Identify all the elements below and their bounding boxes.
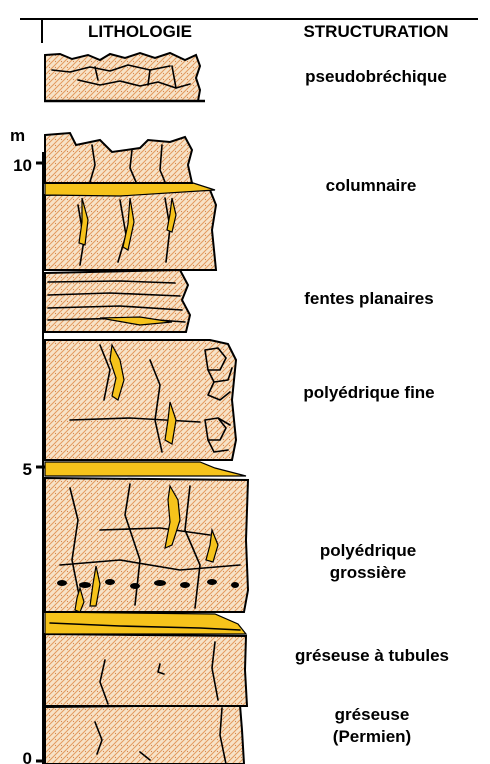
clay-band-lower bbox=[45, 612, 246, 634]
header: LITHOLOGIE STRUCTURATION bbox=[20, 19, 478, 43]
label-fentes-planaires: fentes planaires bbox=[304, 289, 433, 308]
label-greseuse: gréseuse bbox=[335, 705, 410, 724]
layer-greseuse-tubules bbox=[45, 634, 247, 706]
label-greseuse-tubules: gréseuse à tubules bbox=[295, 646, 449, 665]
layer-columnaire bbox=[45, 190, 216, 270]
tick-label-5: 5 bbox=[23, 460, 32, 479]
label-pseudobrechique: pseudobréchique bbox=[305, 67, 447, 86]
clay-band-5m bbox=[45, 462, 246, 476]
layer-polyedrique-grossiere bbox=[45, 478, 248, 612]
header-lithologie: LITHOLOGIE bbox=[88, 22, 192, 41]
label-permien: (Permien) bbox=[333, 727, 411, 746]
layer-top-columns bbox=[45, 133, 192, 183]
structuration-labels: pseudobréchique columnaire fentes planai… bbox=[295, 67, 449, 746]
layer-greseuse-permien bbox=[45, 705, 244, 764]
depth-axis: m 10 5 0 bbox=[10, 126, 48, 764]
tick-label-0: 0 bbox=[23, 749, 32, 764]
layer-polyedrique-fine bbox=[45, 340, 236, 460]
label-polyedrique: polyédrique bbox=[320, 541, 416, 560]
axis-unit: m bbox=[10, 126, 25, 145]
pseudobrechique-sample bbox=[44, 53, 205, 101]
layer-fentes-planaires bbox=[45, 270, 190, 332]
header-structuration: STRUCTURATION bbox=[303, 22, 448, 41]
label-grossiere: grossière bbox=[330, 563, 407, 582]
tick-label-10: 10 bbox=[13, 156, 32, 175]
label-columnaire: columnaire bbox=[326, 176, 417, 195]
label-polyedrique-fine: polyédrique fine bbox=[303, 383, 434, 402]
